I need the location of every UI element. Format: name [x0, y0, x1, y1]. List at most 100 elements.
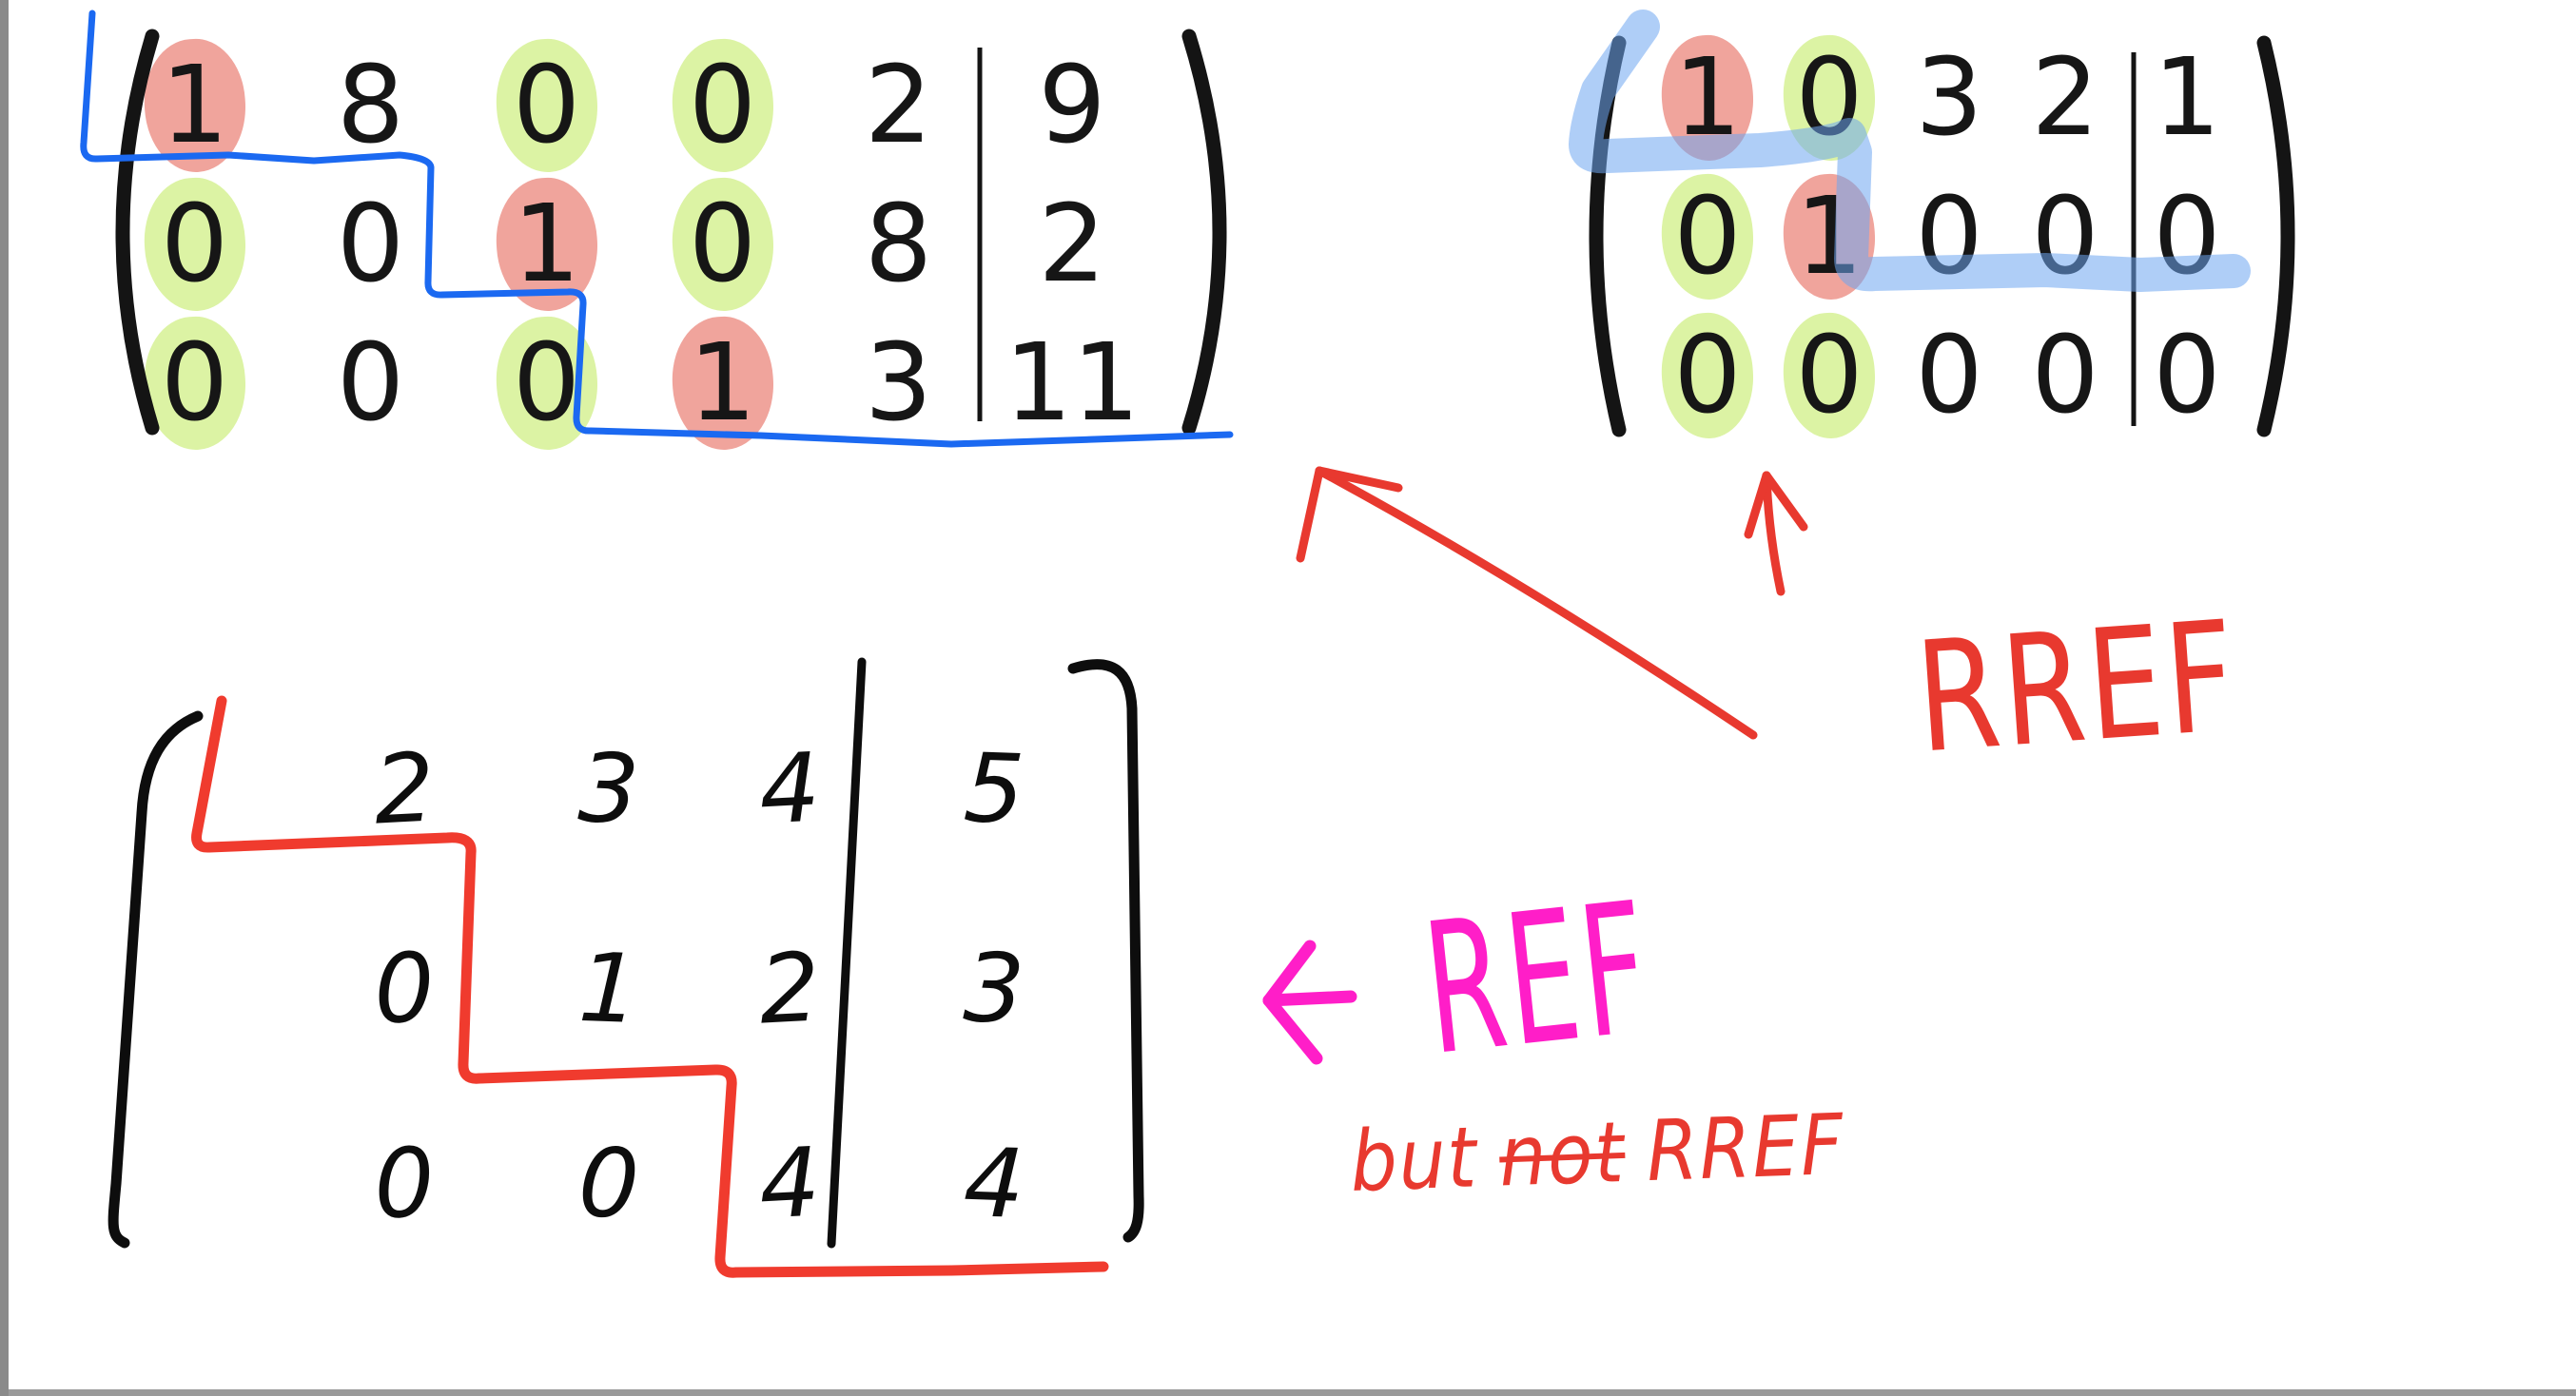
matrix-cell: 0 — [1890, 167, 2008, 306]
cell-value: 2 — [371, 731, 438, 846]
matrix-cell-constant: 0 — [2122, 167, 2252, 306]
matrix-cell: 3 — [1890, 29, 2008, 167]
matrix-cell: 1 — [107, 36, 283, 175]
cell-value: 0 — [1673, 175, 1742, 299]
cell-value: 4 — [756, 731, 823, 846]
matrix-cell: 0 — [459, 314, 634, 453]
matrix-cell-constant: 9 — [986, 36, 1158, 175]
matrix-cell-constant: 3 — [881, 876, 1107, 1102]
matrix-cell: 0 — [283, 175, 459, 314]
matrix-cell: 0 — [634, 175, 810, 314]
matrix-cell: 2 — [810, 36, 986, 175]
cell-value: 3 — [962, 931, 1026, 1046]
matrix-cell: 0 — [1768, 306, 1890, 445]
cell-value: 1 — [688, 321, 757, 445]
cell-value: 0 — [512, 321, 581, 445]
cell-value: 0 — [2153, 314, 2221, 437]
matrix-cell-constant: 0 — [2122, 306, 2252, 445]
cell-value: 3 — [1915, 36, 1983, 160]
cell-value: 2 — [2031, 36, 2099, 160]
cell-value: 0 — [1915, 314, 1983, 437]
canvas-bottom-edge — [0, 1389, 2576, 1396]
matrix-cell: 1 — [634, 314, 810, 453]
matrix-cell: 0 — [107, 314, 283, 453]
cell-value: 4 — [756, 1126, 823, 1241]
matrix-rref-1[interactable]: 1 8 0 0 2 9 0 0 1 0 8 2 0 0 0 1 3 11 — [107, 36, 1158, 453]
matrix1-right-paren — [1181, 29, 1227, 436]
rref-word: RREF — [1645, 1095, 1846, 1201]
matrix-ref-handwritten[interactable]: 2 3 4 5 0 1 2 3 0 0 4 4 — [285, 699, 1103, 1270]
matrix2-left-paren — [1589, 35, 1627, 437]
cell-value: 2 — [864, 44, 933, 167]
matrix-cell: 1 — [459, 175, 634, 314]
cell-value: 0 — [336, 183, 405, 306]
matrix-cell: 2 — [281, 693, 528, 886]
cell-value: 3 — [864, 321, 933, 445]
matrix-cell: 0 — [281, 1093, 527, 1276]
canvas-left-edge — [0, 0, 9, 1396]
cell-value: 1 — [1795, 175, 1864, 299]
cell-value: 11 — [1004, 321, 1141, 445]
matrix-cell: 0 — [280, 874, 529, 1105]
cell-value: 2 — [1038, 183, 1106, 306]
cell-value: 3 — [576, 731, 641, 846]
matrix-cell: 1 — [519, 877, 698, 1101]
matrix-cell-constant: 1 — [2122, 29, 2252, 167]
cell-value: 0 — [1915, 175, 1983, 299]
cell-value: 0 — [1795, 36, 1864, 160]
but-word: but — [1348, 1108, 1480, 1211]
cell-value: 1 — [512, 183, 581, 306]
cell-value: 4 — [962, 1126, 1026, 1241]
matrix-cell: 0 — [2008, 167, 2122, 306]
matrix-cell-constant: 11 — [986, 314, 1158, 453]
matrix-rref-2[interactable]: 1 0 3 2 1 0 1 0 0 0 0 0 0 0 0 — [1647, 29, 2252, 445]
matrix-cell: 0 — [1647, 167, 1768, 306]
matrix-cell: 2 — [2008, 29, 2122, 167]
red-arrow-to-matrix1 — [1296, 466, 1758, 740]
cell-value: 5 — [962, 731, 1026, 846]
matrix3-left-bracket — [107, 710, 204, 1249]
cell-value: 0 — [688, 44, 757, 167]
magenta-arrow-to-matrix3 — [1262, 940, 1357, 1065]
matrix2-right-paren — [2256, 35, 2295, 437]
cell-value: 0 — [688, 183, 757, 306]
matrix-cell: 0 — [2008, 306, 2122, 445]
cell-value: 0 — [160, 183, 229, 306]
cell-value: 0 — [336, 321, 405, 445]
matrix-cell-constant: 5 — [882, 695, 1106, 883]
matrix-cell: 0 — [107, 175, 283, 314]
ref-label: REF — [1415, 863, 1661, 1095]
matrix-cell: 3 — [810, 314, 986, 453]
matrix-cell: 0 — [520, 1095, 697, 1272]
matrix-cell: 0 — [1647, 306, 1768, 445]
cell-value: 0 — [371, 931, 438, 1046]
matrix-cell: 0 — [634, 36, 810, 175]
cell-value: 0 — [160, 321, 229, 445]
matrix-cell: 1 — [1768, 167, 1890, 306]
not-word-struck: not — [1497, 1102, 1628, 1206]
red-arrow-to-matrix2 — [1744, 471, 1808, 596]
matrix-cell: 0 — [283, 314, 459, 453]
matrix-cell-constant: 2 — [986, 175, 1158, 314]
matrix-cell: 4 — [690, 694, 889, 884]
matrix-cell: 0 — [1768, 29, 1890, 167]
cell-value: 2 — [756, 931, 823, 1046]
cell-value: 0 — [2031, 175, 2099, 299]
cell-value: 0 — [512, 44, 581, 167]
cell-value: 1 — [1673, 36, 1742, 160]
cell-value: 1 — [160, 44, 229, 167]
cell-value: 0 — [2031, 314, 2099, 437]
matrix-cell: 3 — [520, 696, 698, 882]
cell-value: 1 — [2153, 36, 2221, 160]
cell-value: 0 — [576, 1126, 641, 1241]
matrix-cell-constant: 4 — [882, 1095, 1106, 1273]
matrix-cell: 0 — [459, 36, 634, 175]
matrix-cell: 8 — [283, 36, 459, 175]
cell-value: 9 — [1038, 44, 1106, 167]
cell-value: 0 — [2153, 175, 2221, 299]
cell-value: 0 — [371, 1126, 438, 1241]
cell-value: 8 — [864, 183, 933, 306]
cell-value: 0 — [1795, 314, 1864, 437]
